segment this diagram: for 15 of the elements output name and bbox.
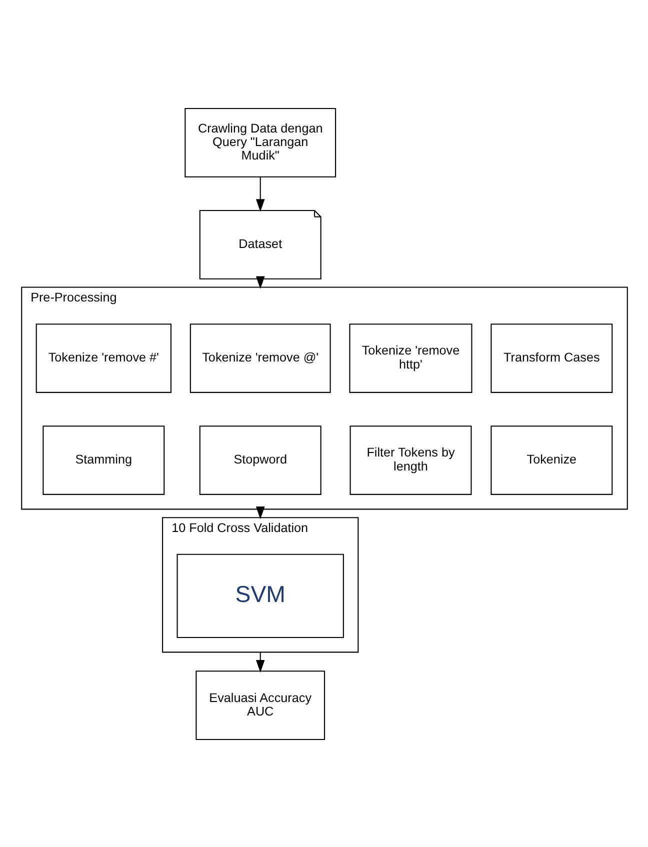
arrow	[255, 506, 264, 519]
node-box: Crawling Data dengan Query "Larangan Mudik"	[184, 107, 336, 177]
node-box: Evaluasi Accuracy AUC	[195, 670, 325, 740]
node-box: Filter Tokens by length	[349, 425, 472, 494]
node-box: SVM	[176, 553, 344, 638]
node-box: Stamming	[42, 425, 164, 494]
node-box: Transform Cases	[490, 323, 612, 392]
arrow	[255, 652, 264, 672]
arrow	[255, 176, 264, 212]
node-box: Stopword	[198, 425, 321, 494]
node-box: Tokenize	[490, 425, 612, 494]
node-box: Tokenize 'remove http'	[348, 323, 472, 392]
arrow	[255, 276, 264, 288]
node-box: Tokenize 'remove #'	[35, 323, 171, 392]
node-box: Tokenize 'remove @'	[189, 323, 330, 392]
